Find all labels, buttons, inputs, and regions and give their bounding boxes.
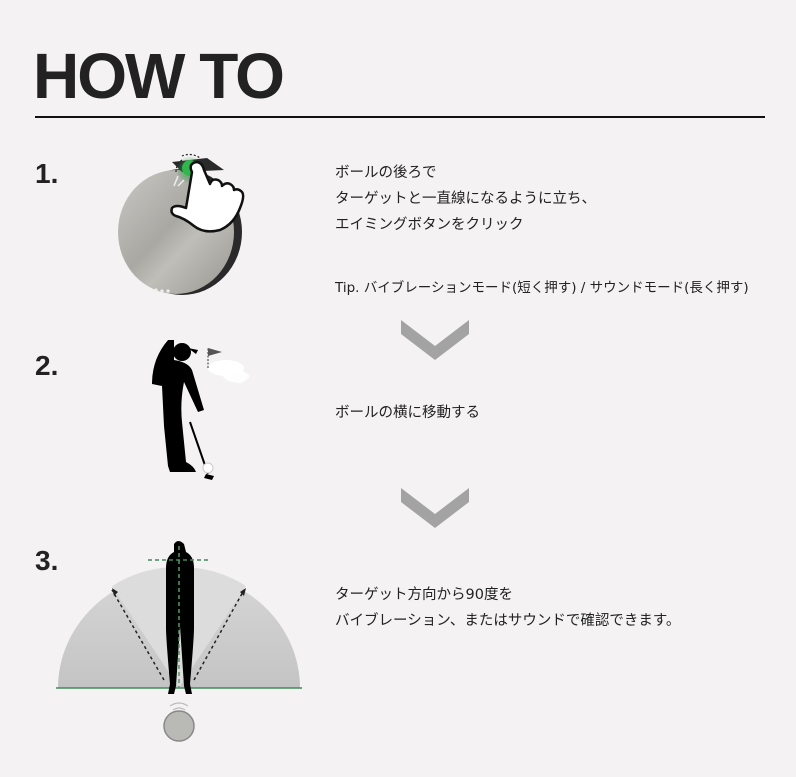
step-1-line-2: ターゲットと一直線になるように立ち、 (335, 191, 596, 207)
alignment-90-degree-diagram (56, 538, 302, 748)
step-1-description: ボールの後ろで ターゲットと一直線になるように立ち、 エイミングボタンをクリック (335, 160, 596, 238)
step-3-number: 3. (35, 545, 59, 576)
step-3-line-2: バイブレーション、またはサウンドで確認できます。 (335, 613, 681, 629)
step-2-number: 2. (35, 350, 59, 381)
chevron-down-icon (401, 320, 469, 360)
step-2-line-1: ボールの横に移動する (335, 405, 480, 421)
step-1-line-3: エイミングボタンをクリック (335, 217, 524, 233)
step-1-number: 1. (35, 158, 59, 189)
title-divider (35, 116, 765, 118)
step-1-line-1: ボールの後ろで (335, 165, 437, 181)
chevron-down-icon (401, 488, 469, 528)
step-1-tip: Tip. バイブレーションモード(短く押す) / サウンドモード(長く押す) (335, 280, 749, 296)
step-3-line-1: ターゲット方向から90度を (335, 587, 513, 603)
device-press-button-icon (112, 152, 262, 302)
page-title: HOW TO (33, 40, 285, 112)
step-3-description: ターゲット方向から90度を バイブレーション、またはサウンドで確認できます。 (335, 582, 680, 634)
step-2-description: ボールの横に移動する (335, 400, 480, 426)
golfer-address-icon (130, 334, 250, 490)
